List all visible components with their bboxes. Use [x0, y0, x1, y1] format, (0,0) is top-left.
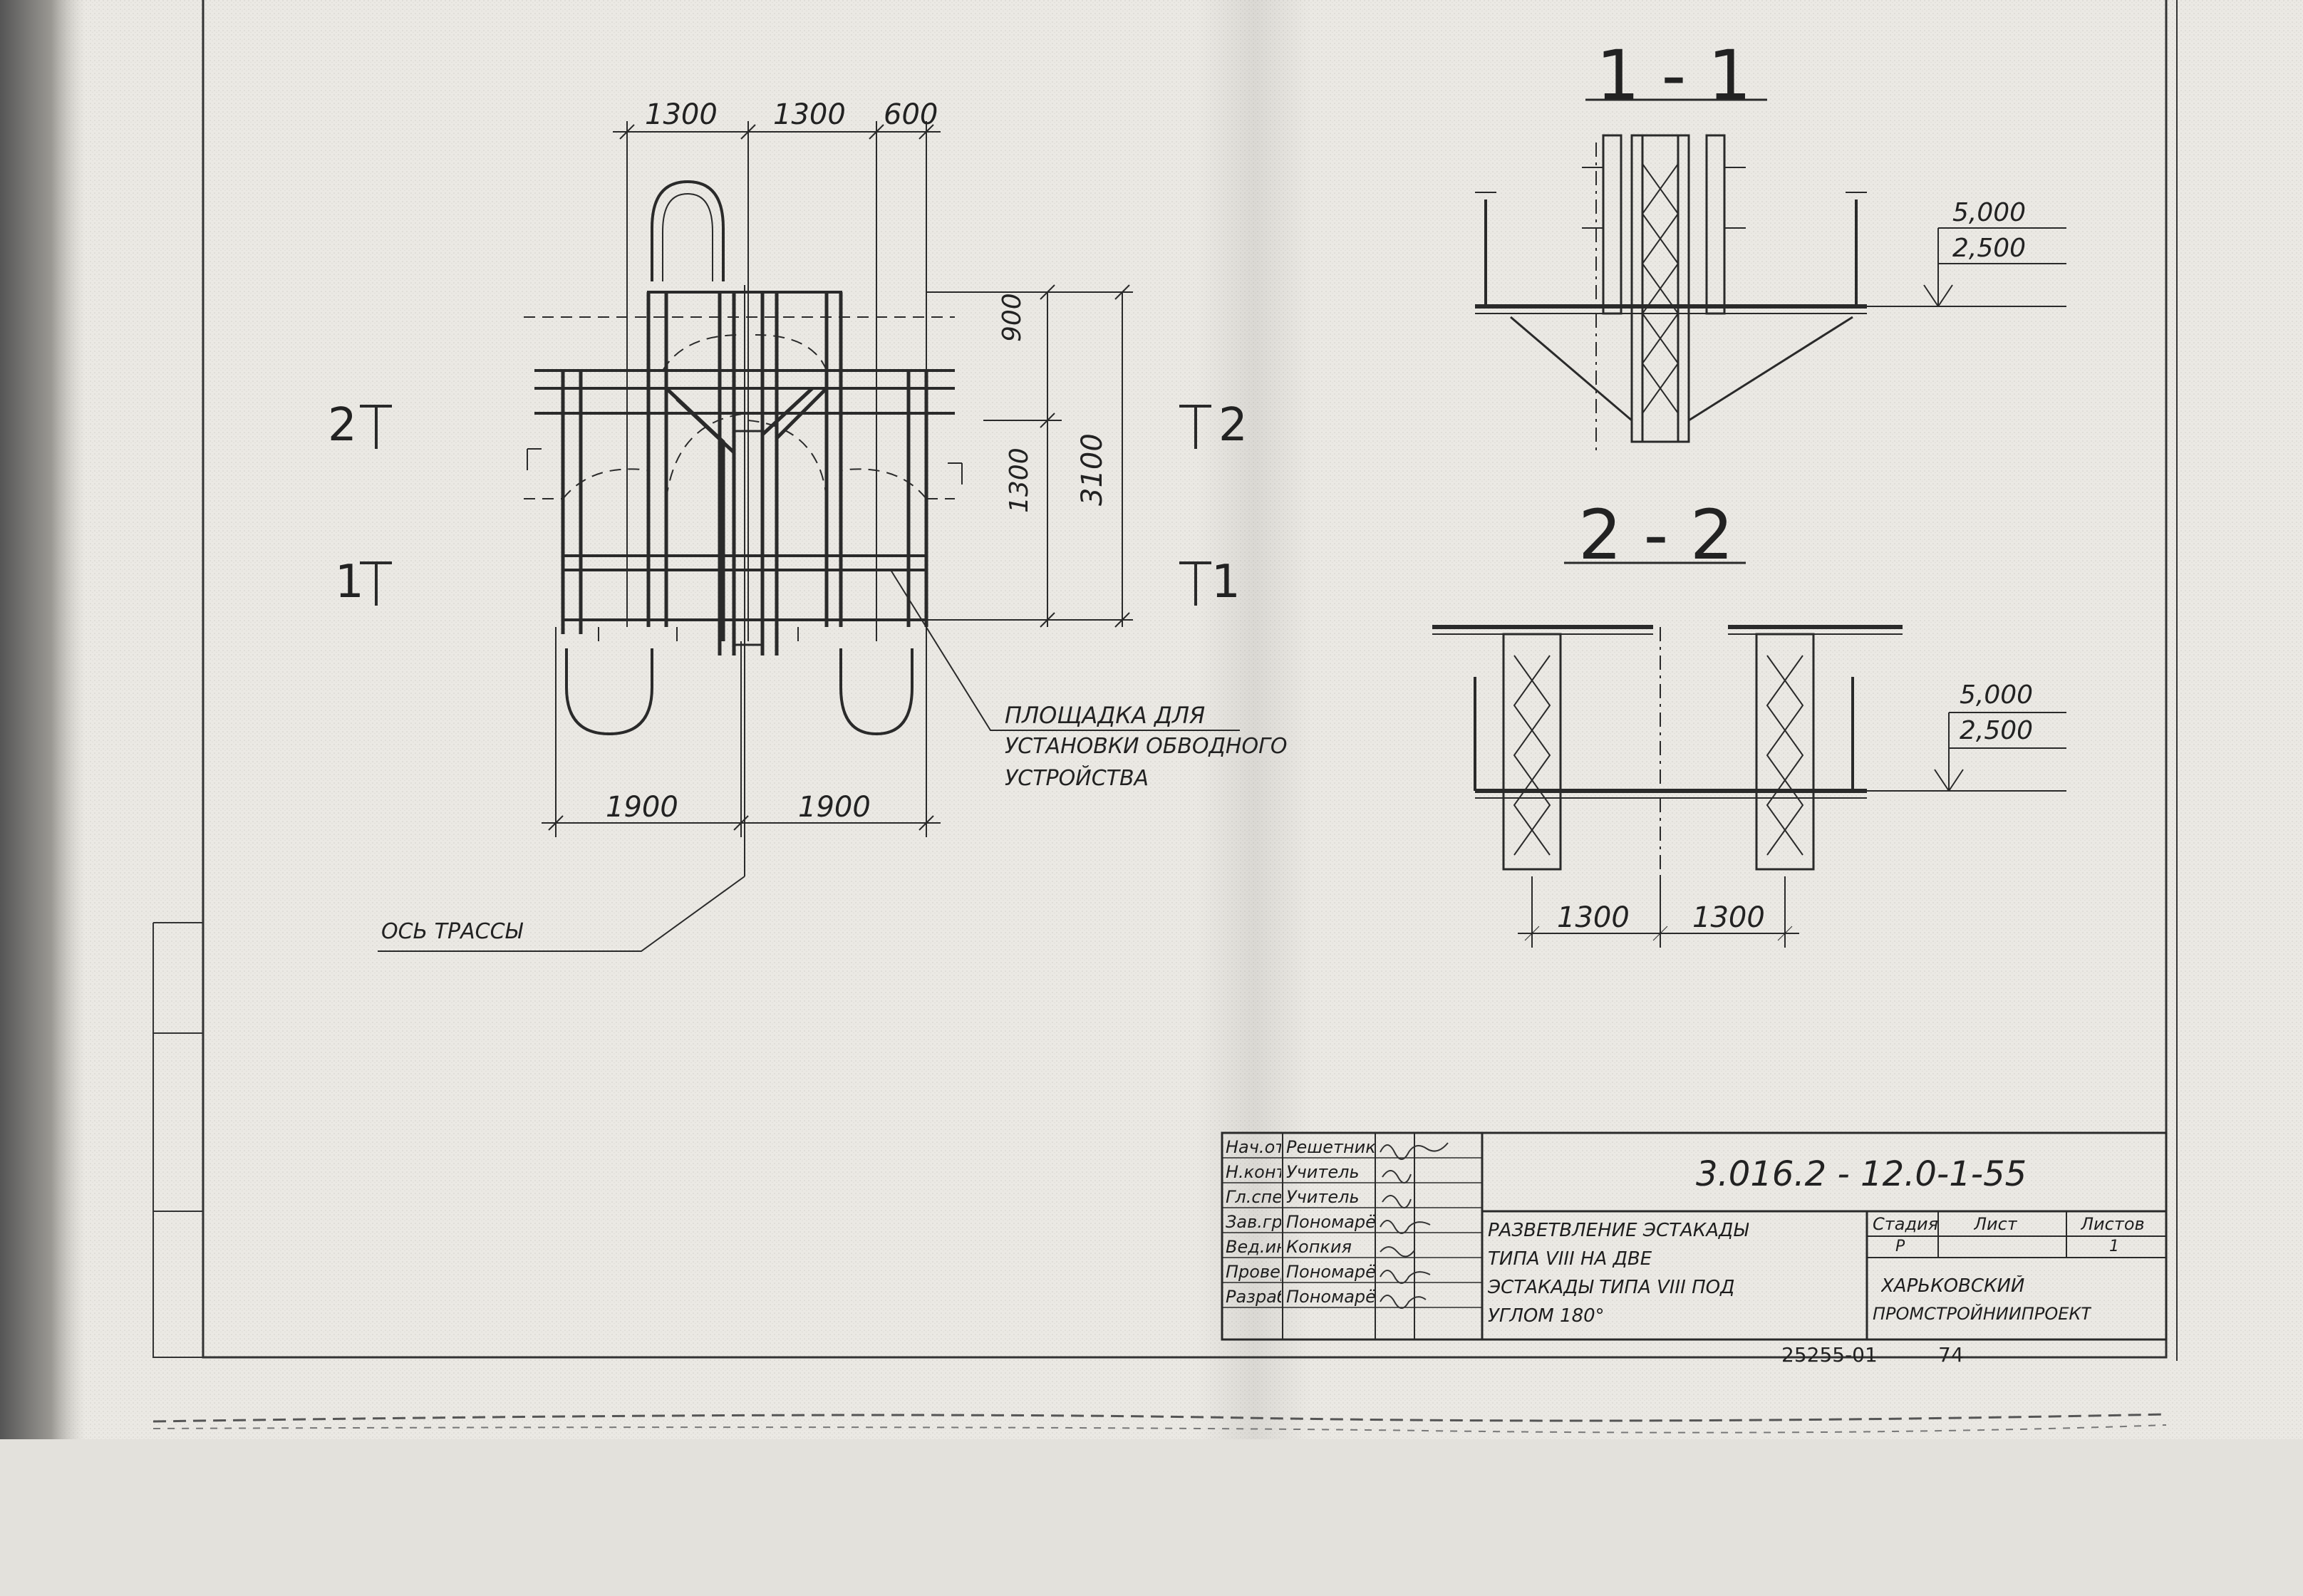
section-2-2-elev-5000: 5,000: [1960, 680, 2034, 710]
section-mark-left-1: 1: [335, 556, 364, 608]
tb-name-4: Пономарёв: [1286, 1212, 1375, 1232]
platform-note-line2: УСТАНОВКИ ОБВОДНОГО: [1005, 734, 1288, 759]
section-marks: [360, 405, 1211, 606]
dim-top-2: 1300: [773, 98, 846, 131]
stage-header: Стадия: [1873, 1214, 1939, 1234]
section-2-2-dim-2: 1300: [1692, 901, 1765, 934]
organization-line2: ПРОМСТРОЙНИИПРОЕКТ: [1873, 1304, 2092, 1324]
title-block-grid: [1221, 1131, 2168, 1341]
section-mark-left-2: 2: [328, 399, 357, 452]
archive-number: 25255-01: [1781, 1343, 1878, 1367]
dim-right-3100: 3100: [1076, 433, 1109, 506]
plan-view: [378, 121, 1240, 952]
platform-note-line1: ПЛОЩАДКА ДЛЯ: [1005, 702, 1206, 729]
dim-bottom-1: 1900: [606, 791, 678, 824]
section-1-1: [1475, 98, 2066, 456]
section-2-2-dim-1: 1300: [1557, 901, 1630, 934]
section-1-1-elev-5000: 5,000: [1952, 198, 2027, 227]
section-2-2-elev-2500: 2,500: [1960, 716, 2034, 745]
sheet-frame: [152, 0, 2178, 1361]
dim-right-900: 900: [998, 293, 1027, 342]
page-number: 74: [1938, 1343, 1964, 1367]
section-1-1-elev-2500: 2,500: [1952, 234, 2027, 263]
tb-role-1: Нач.отд.: [1226, 1137, 1281, 1157]
axis-note: ОСЬ ТРАССЫ: [381, 919, 523, 944]
tb-name-2: Учитель: [1286, 1162, 1360, 1182]
stage-value: Р: [1895, 1238, 1905, 1255]
sheet-header: Лист: [1974, 1214, 2017, 1234]
drawing-code: 3.016.2 - 12.0-1-55: [1696, 1154, 2027, 1194]
tb-name-6: Пономарёв: [1286, 1262, 1375, 1282]
description-line3: ЭСТАКАДЫ ТИПА VIII ПОД: [1488, 1277, 1735, 1298]
tb-role-5: Вед.инж.: [1226, 1237, 1281, 1257]
description-line2: ТИПА VIII НА ДВЕ: [1488, 1248, 1652, 1270]
tb-name-7: Пономарёв: [1286, 1287, 1375, 1307]
tb-role-3: Гл.спец.: [1226, 1187, 1281, 1207]
section-2-2: [1432, 561, 2066, 948]
section-mark-right-1: 1: [1211, 556, 1241, 608]
dim-bottom-2: 1900: [798, 791, 871, 824]
tb-name-3: Учитель: [1286, 1187, 1360, 1207]
tb-role-6: Провер.: [1226, 1262, 1281, 1282]
tb-role-7: Разраб.: [1226, 1287, 1281, 1307]
dim-right-1300: 1300: [1005, 447, 1034, 513]
signatures: [1380, 1142, 1449, 1309]
description-line4: УГЛОМ 180°: [1488, 1305, 1605, 1327]
tb-role-2: Н.контр.: [1226, 1162, 1281, 1182]
tb-name-5: Копкия: [1286, 1237, 1352, 1257]
dim-top-1: 1300: [645, 98, 718, 131]
section-mark-right-2: 2: [1218, 399, 1248, 452]
tb-role-4: Зав.гр.: [1226, 1212, 1281, 1232]
sheets-value: 1: [2109, 1238, 2119, 1255]
sheets-header: Листов: [2081, 1214, 2145, 1234]
section-1-1-title: 1 - 1: [1596, 36, 1751, 115]
description-line1: РАЗВЕТВЛЕНИЕ ЭСТАКАДЫ: [1488, 1220, 1749, 1241]
section-2-2-title: 2 - 2: [1578, 495, 1734, 575]
organization-line1: ХАРЬКОВСКИЙ: [1881, 1275, 2025, 1297]
dim-top-3: 600: [884, 98, 938, 131]
tb-name-1: Решетников: [1286, 1137, 1375, 1157]
platform-note-line3: УСТРОЙСТВА: [1005, 766, 1149, 791]
